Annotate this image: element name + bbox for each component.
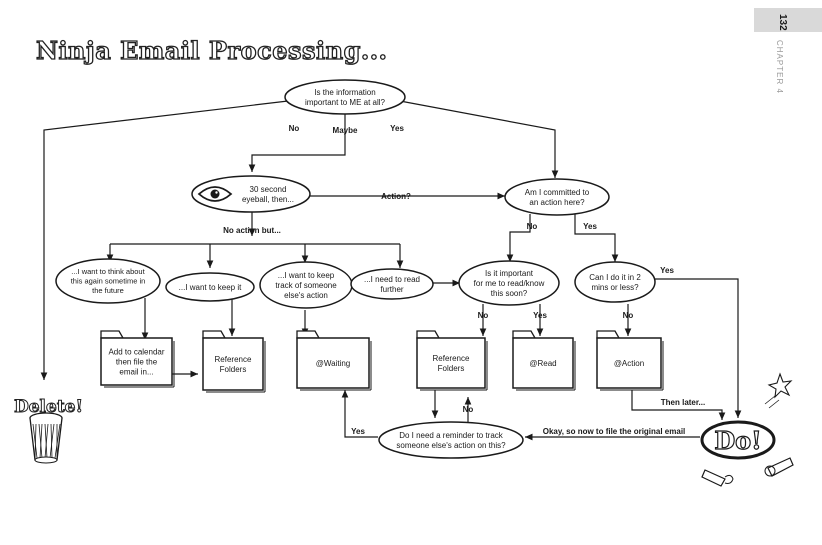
undefined-line: Can I do it in 2 xyxy=(589,273,641,282)
label-yes-committed: Yes xyxy=(583,222,597,231)
undefined-line: @Waiting xyxy=(316,359,351,368)
undefined-line: Add to calendar xyxy=(108,347,164,356)
undefined-line: someone else's action on this? xyxy=(396,441,506,450)
label-file-original: Okay, so now to file the original email xyxy=(543,427,686,436)
undefined-line: the future xyxy=(92,286,124,295)
undefined-line: 30 second xyxy=(250,185,287,194)
label-maybe: Maybe xyxy=(333,126,358,135)
folder-waiting: @Waiting xyxy=(296,330,372,391)
connector xyxy=(631,390,726,420)
undefined-line: mins or less? xyxy=(591,283,639,292)
undefined-line: Do I need a reminder to track xyxy=(399,431,504,440)
undefined-line: Reference xyxy=(215,355,252,364)
undefined-line: Folders xyxy=(438,364,465,373)
undefined-line: @Action xyxy=(614,359,644,368)
undefined-line: important to ME at all? xyxy=(305,98,386,107)
undefined-line: Am I committed to xyxy=(525,188,590,197)
connector xyxy=(654,278,742,418)
connector xyxy=(506,214,531,262)
connector xyxy=(341,390,378,438)
undefined-line: Is the information xyxy=(314,88,375,97)
folder-read: @Read xyxy=(512,330,576,391)
label-yes-reminder: Yes xyxy=(351,427,365,436)
label-no-soon: No xyxy=(478,311,489,320)
label-yes-soon: Yes xyxy=(533,311,547,320)
undefined-line: Reference xyxy=(433,354,470,363)
undefined-line: track of someone xyxy=(275,281,337,290)
undefined-line: then file the xyxy=(116,357,158,366)
connector xyxy=(574,214,619,262)
undefined-line: else's action xyxy=(284,291,328,300)
connector xyxy=(399,100,559,178)
connector xyxy=(248,112,346,172)
undefined-line: this soon? xyxy=(491,289,528,298)
label-no-top: No xyxy=(289,124,300,133)
party-horn-icon xyxy=(767,457,794,477)
delete-bin: Delete! xyxy=(14,397,83,464)
undefined-line: email in... xyxy=(119,367,153,376)
undefined-line: Folders xyxy=(220,365,247,374)
undefined-line: ...I want to keep it xyxy=(179,283,242,292)
decision-keep: ...I want to keep it xyxy=(165,272,255,302)
delete-label: Delete! xyxy=(14,397,83,417)
party-horn-icon xyxy=(701,469,726,487)
undefined-line: @Read xyxy=(529,359,556,368)
label-yes-two-mins: Yes xyxy=(660,266,674,275)
star-icon xyxy=(767,372,793,399)
do-node: Do! xyxy=(700,372,794,487)
undefined-line: this again sometime in xyxy=(71,277,146,286)
label-action-q: Action? xyxy=(381,192,411,201)
label-yes-top: Yes xyxy=(390,124,404,133)
label-no-committed: No xyxy=(527,222,538,231)
undefined-line: an action here? xyxy=(529,198,585,207)
page-title: Ninja Email Processing... xyxy=(35,35,388,65)
undefined-line: eyeball, then... xyxy=(242,195,294,204)
label-no-action-but: No action but... xyxy=(223,226,281,235)
label-then-later: Then later... xyxy=(661,398,705,407)
folder-action: @Action xyxy=(596,330,664,391)
label-no-reminder: No xyxy=(463,405,474,414)
page-tab xyxy=(754,8,822,32)
undefined-line: Is it important xyxy=(485,269,534,278)
label-no-two-mins: No xyxy=(623,311,634,320)
undefined-line: further xyxy=(380,285,403,294)
undefined-line: ...I want to keep xyxy=(278,271,335,280)
undefined-line: ...I need to read xyxy=(364,275,420,284)
undefined-line: for me to read/know xyxy=(474,279,545,288)
undefined-line: ...I want to think about xyxy=(71,267,145,276)
do-label: Do! xyxy=(714,426,761,455)
connector xyxy=(40,100,289,380)
